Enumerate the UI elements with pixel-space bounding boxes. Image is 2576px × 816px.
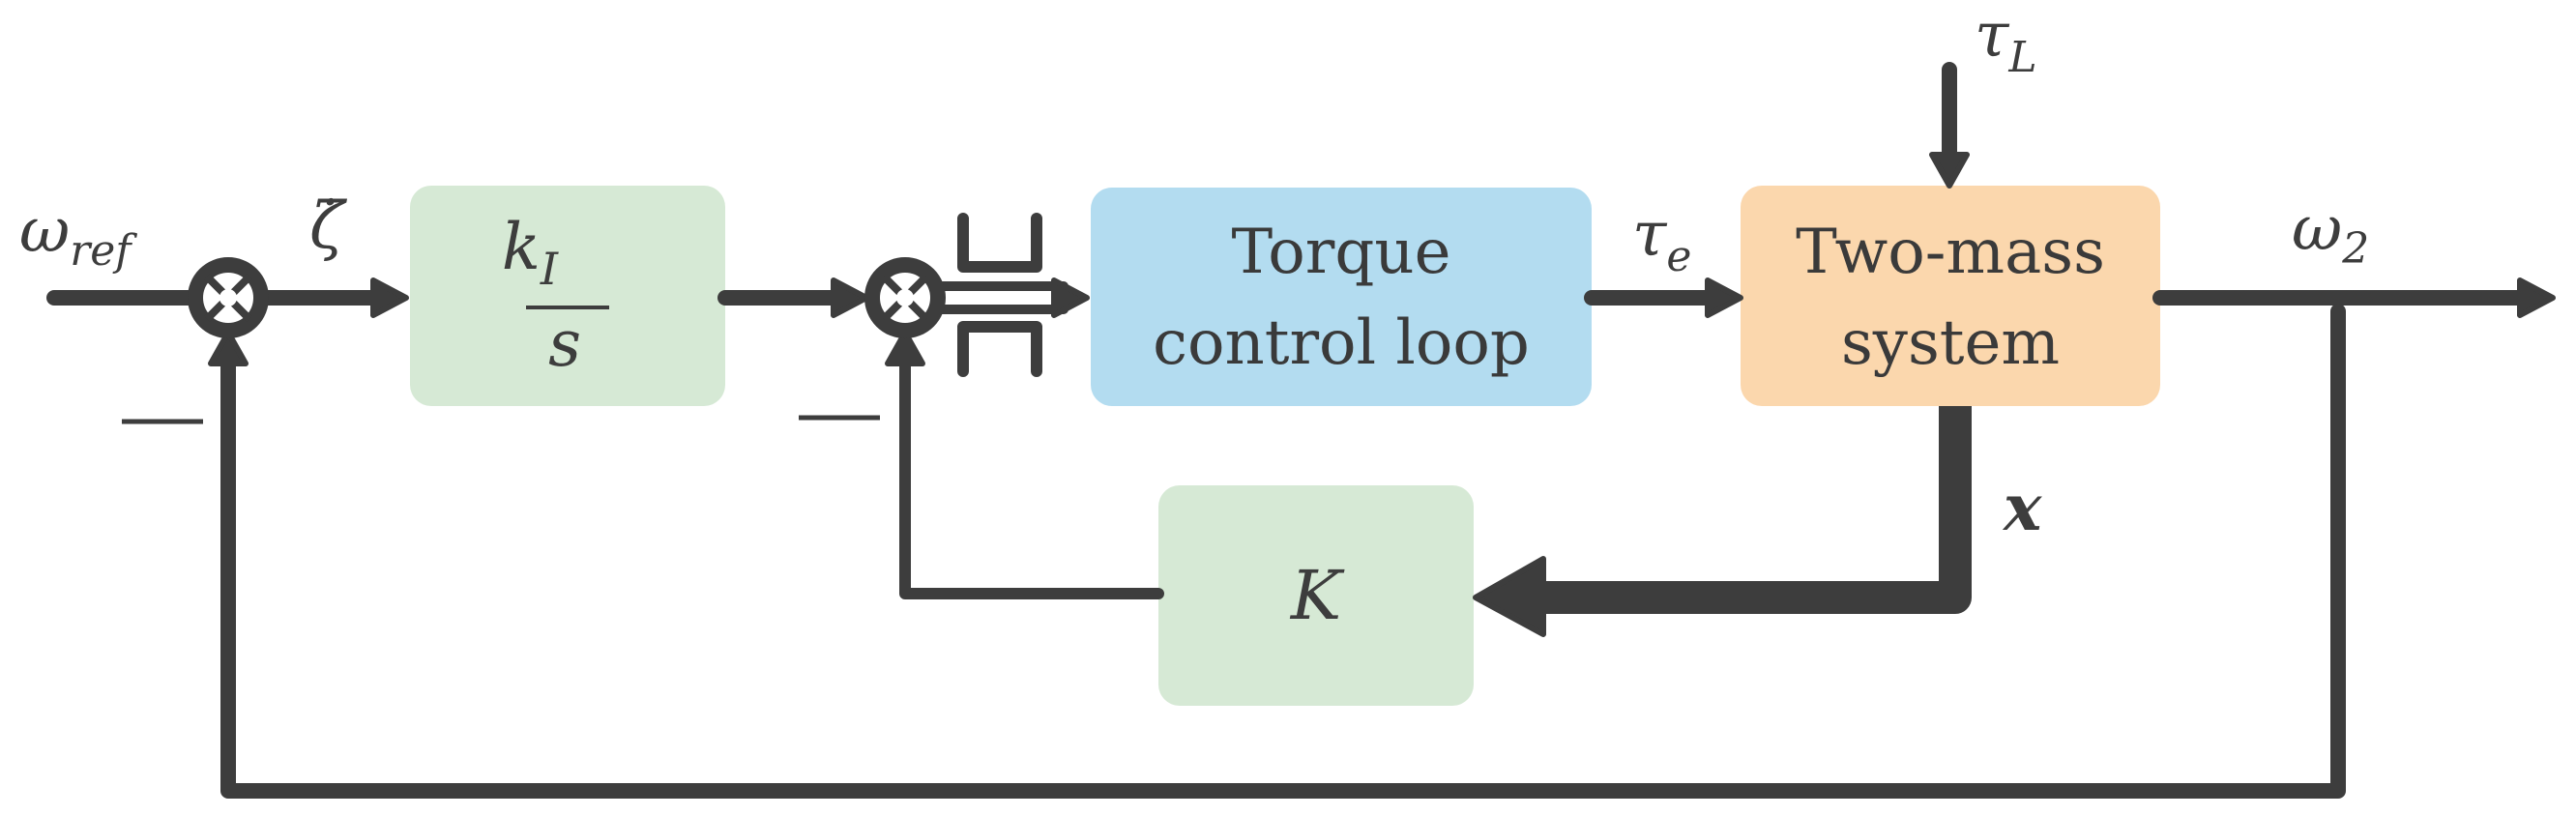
torque-loop-line1: Torque: [1232, 217, 1451, 288]
plant-line1: Two-mass: [1796, 217, 2105, 288]
arrow-omega2-out: [2517, 277, 2556, 318]
wire-outer-feedback: [220, 304, 2346, 799]
summing-junction-2: [864, 257, 946, 338]
torque-control-loop-block: [1091, 188, 1592, 406]
integrator-block: [410, 186, 725, 406]
arrow-into-torque-loop: [1051, 277, 1090, 318]
torque-loop-line2: control loop: [1153, 307, 1530, 379]
arrow-into-gain-k: [1473, 556, 1546, 637]
two-mass-system-block: [1741, 186, 2160, 406]
arrow-into-integrator: [370, 277, 409, 318]
bracket-top-symbol: [957, 213, 1042, 273]
bracket-bottom-symbol: [957, 321, 1042, 377]
arrow-outer-feedback-into-sum1: [208, 330, 249, 366]
wire-state-x-thick: [1528, 406, 1972, 614]
integrator-denominator: s: [548, 306, 581, 381]
gain-k-label: K: [1289, 556, 1345, 635]
label-tau-e: τe: [1632, 199, 1691, 281]
wire-gain-to-sum2: [899, 354, 1164, 599]
arrow-tau-l-into-plant: [1929, 152, 1970, 189]
label-omega-2: ω2: [2292, 193, 2369, 274]
arrow-into-sum2: [831, 277, 869, 318]
plant-line2: system: [1841, 307, 2060, 379]
integrator-numerator: kI: [502, 210, 559, 295]
label-omega-ref: ωref: [19, 195, 137, 276]
arrow-into-plant: [1705, 277, 1743, 318]
gain-k-block: [1158, 485, 1474, 706]
label-zeta-dot: ζ̇: [309, 189, 348, 263]
label-x: x: [2002, 470, 2042, 545]
summing-junction-1: [188, 257, 269, 338]
arrow-state-feedback-into-sum2: [885, 330, 925, 366]
label-tau-l: τL: [1975, 0, 2037, 82]
